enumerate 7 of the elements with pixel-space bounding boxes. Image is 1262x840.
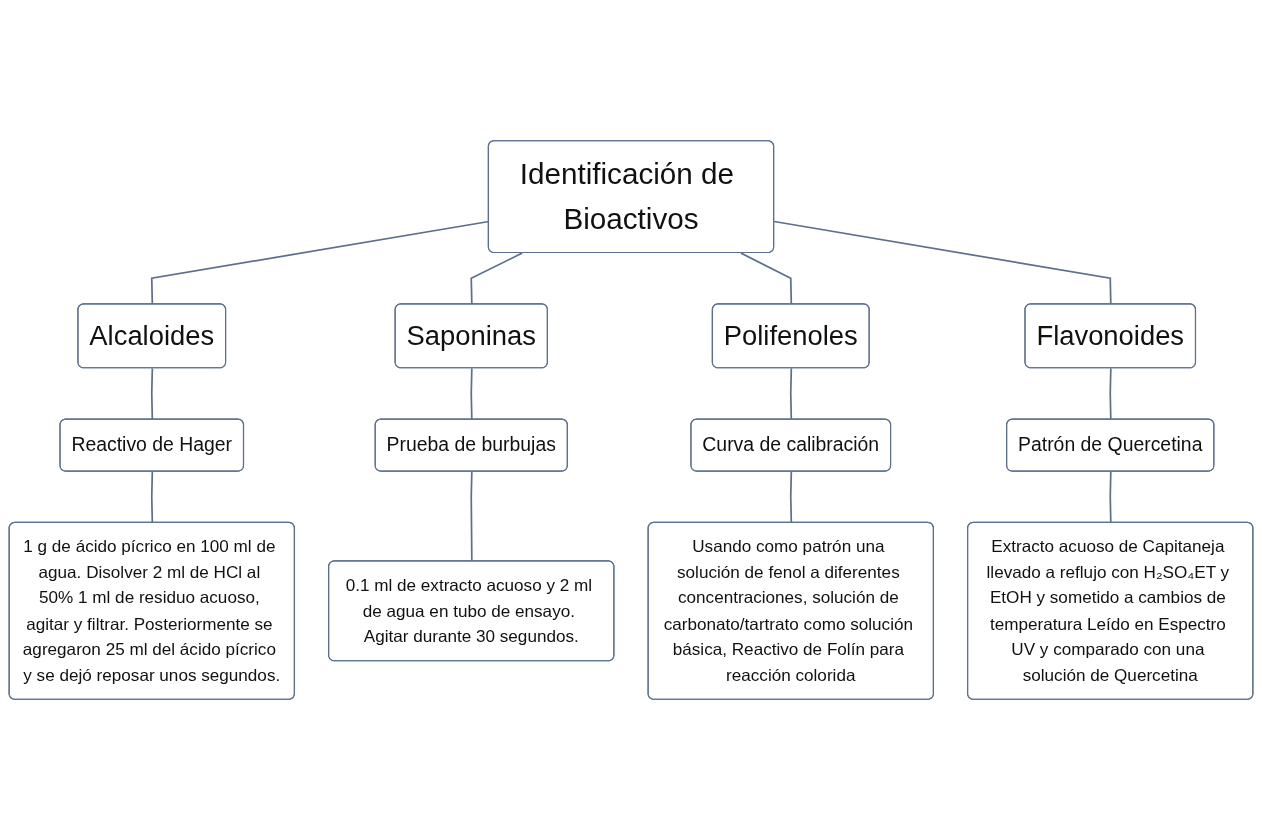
- connector: [470, 367, 473, 421]
- connector: [150, 470, 154, 524]
- connector: [789, 367, 793, 421]
- connector: [1109, 470, 1112, 524]
- connector: [789, 470, 793, 524]
- connector: [150, 367, 154, 421]
- connector: [1109, 367, 1112, 421]
